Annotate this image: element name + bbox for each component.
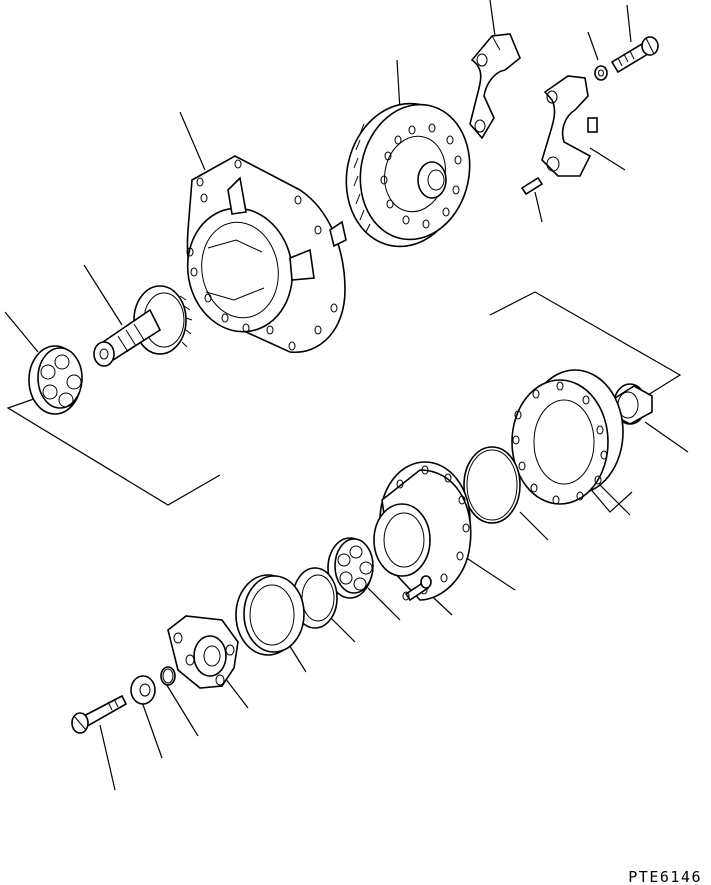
spider-upper (28, 345, 83, 415)
washer-lower (130, 675, 156, 705)
group-bracket-upper (6, 394, 221, 506)
differential-case (186, 155, 347, 353)
bolt-center (402, 575, 432, 602)
ring-gear (345, 102, 471, 248)
bearing-cap-upper (469, 33, 521, 140)
o-ring (463, 446, 521, 524)
ring-gear-bolt-holes (380, 123, 462, 229)
cover-flange (511, 369, 624, 505)
cover-bolt-holes (512, 381, 608, 505)
bearing-cup (611, 383, 653, 425)
bolt-lower-left (71, 694, 128, 734)
bearing-cap-lower (541, 75, 598, 177)
washer-top-right (594, 65, 608, 81)
seal-ring (235, 574, 305, 656)
drawing-code: PTE6146 (628, 868, 702, 885)
retainer-plate (167, 615, 239, 689)
carrier-hub (373, 461, 472, 601)
pin (520, 176, 544, 196)
hub-flange-holes (396, 465, 470, 595)
snap-ring (160, 666, 176, 686)
case-flange-holes (186, 159, 338, 351)
side-gear (93, 285, 193, 367)
bolt-top-right (610, 36, 659, 74)
leader-lines (4, 0, 689, 791)
spider-lower (327, 537, 374, 599)
